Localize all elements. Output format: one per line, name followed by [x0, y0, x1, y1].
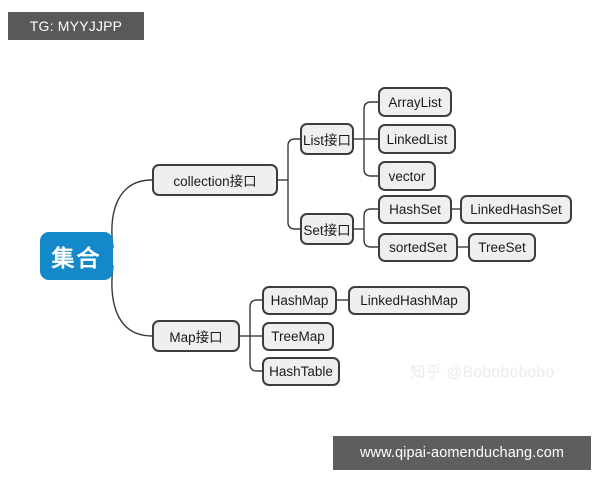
edge-map-hashmap: [249, 299, 262, 336]
node-set-interface[interactable]: Set接口: [300, 213, 354, 245]
node-linkedlist[interactable]: LinkedList: [378, 124, 456, 154]
node-hashset[interactable]: HashSet: [378, 195, 452, 224]
edge-list-vector: [363, 139, 378, 177]
node-sortedset[interactable]: sortedSet: [378, 233, 458, 262]
tg-badge: TG: MYYJJPP: [8, 12, 144, 40]
edge-set-sortedset: [363, 229, 378, 248]
node-linkedhashmap[interactable]: LinkedHashMap: [348, 286, 470, 315]
node-hashtable[interactable]: HashTable: [262, 357, 340, 386]
node-root-collection-cn[interactable]: 集合: [40, 232, 113, 280]
edge-root-map: [111, 264, 153, 337]
node-hashmap[interactable]: HashMap: [262, 286, 337, 315]
edge-root-collection: [111, 179, 153, 249]
node-map-interface[interactable]: Map接口: [152, 320, 240, 352]
node-vector[interactable]: vector: [378, 161, 436, 191]
watermark: 知乎 @Bobobobobo: [410, 364, 555, 381]
edge-list-arraylist: [363, 101, 378, 139]
node-treeset[interactable]: TreeSet: [468, 233, 536, 262]
edge-set-hashset: [363, 208, 378, 229]
node-arraylist[interactable]: ArrayList: [378, 87, 452, 117]
node-list-interface[interactable]: List接口: [300, 123, 354, 155]
node-treemap[interactable]: TreeMap: [262, 322, 334, 351]
node-linkedhashset[interactable]: LinkedHashSet: [460, 195, 572, 224]
edge-collection-list: [287, 138, 300, 180]
edge-map-hashtable: [249, 336, 262, 372]
footer-url-bar: www.qipai-aomenduchang.com: [333, 436, 591, 470]
edge-collection-set: [287, 180, 300, 230]
node-collection-interface[interactable]: collection接口: [152, 164, 278, 196]
